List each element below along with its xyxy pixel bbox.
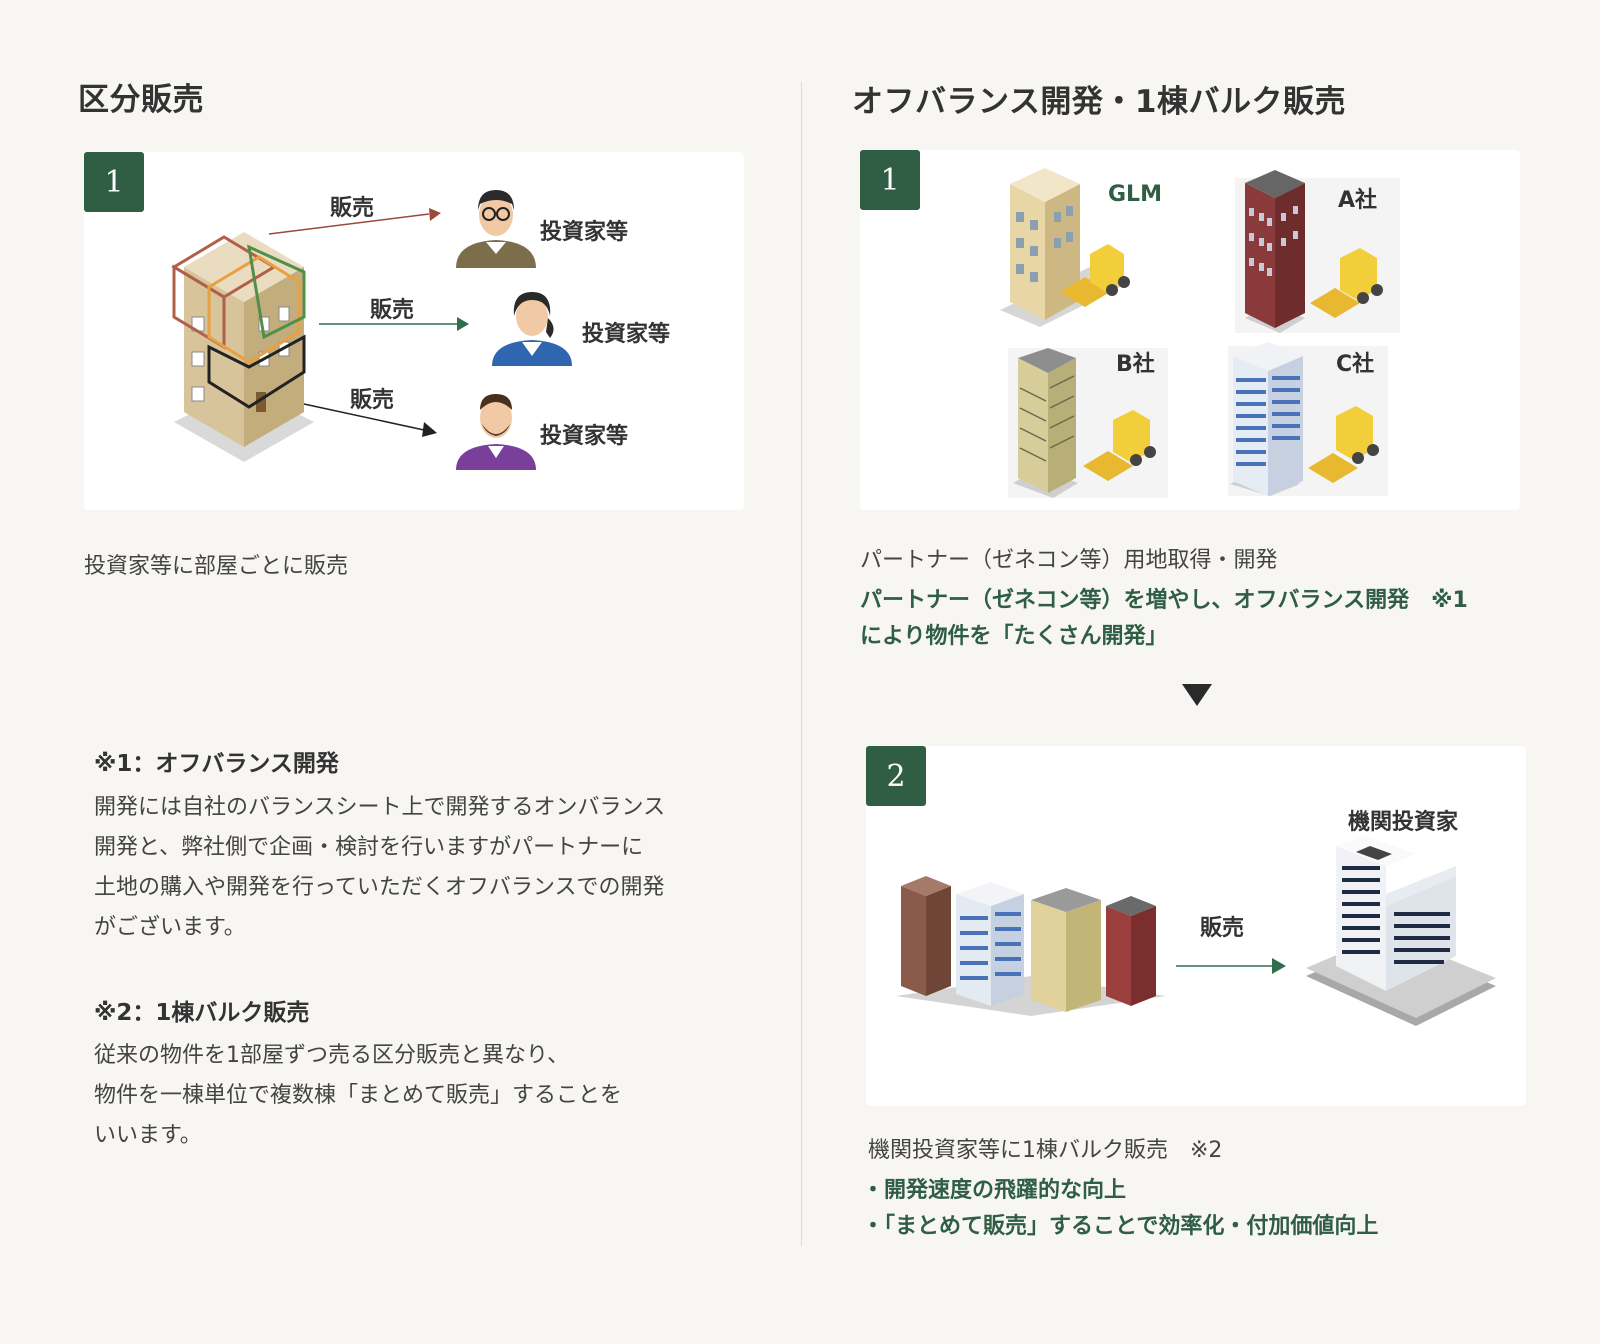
company-label-glm: GLM	[1108, 182, 1162, 207]
note-1-line: がございます。	[94, 915, 246, 940]
step-badge: 1	[860, 150, 920, 210]
institutional-investor-label: 機関投資家	[1348, 810, 1459, 835]
column-divider	[801, 82, 802, 1246]
sale-label-1: 販売	[330, 196, 375, 221]
company-label-c: C社	[1336, 352, 1375, 377]
left-section-title: 区分販売	[78, 82, 204, 118]
building-cluster-icon	[896, 876, 1166, 1016]
investor-label-3: 投資家等	[540, 424, 629, 449]
glm-building-icon	[1000, 168, 1130, 327]
note-1-line: 開発には自社のバランスシート上で開発するオンバランス	[94, 795, 666, 820]
benefit-bullet-2: ・「まとめて販売」することで効率化・付加価値向上	[862, 1214, 1379, 1239]
note-1-title: ※1：オフバランス開発	[94, 751, 339, 777]
company-c-building-icon	[1228, 342, 1388, 496]
investor-label-1: 投資家等	[540, 220, 629, 245]
right-caption-2: 機関投資家等に1棟バルク販売 ※2	[868, 1138, 1223, 1163]
sale-label-3: 販売	[350, 388, 395, 413]
apartment-building-icon	[171, 232, 314, 462]
note-2-title: ※2：1棟バルク販売	[94, 1000, 310, 1026]
note-2-line: いいます。	[94, 1123, 202, 1148]
investor-man-glasses-icon	[456, 190, 536, 268]
left-caption: 投資家等に部屋ごとに販売	[84, 554, 349, 579]
note-1-line: 土地の購入や開発を行っていただくオフバランスでの開発	[94, 875, 665, 900]
right-card-2: 2 販売 機関投資家	[866, 746, 1526, 1106]
benefit-bullet-1: ・開発速度の飛躍的な向上	[862, 1178, 1127, 1203]
right-caption-1: パートナー（ゼネコン等）用地取得・開発	[860, 548, 1278, 573]
step-badge: 1	[84, 152, 144, 212]
note-1-body: 開発には自社のバランスシート上で開発するオンバランス 開発と、弊社側で企画・検討…	[94, 788, 665, 948]
company-label-a: A社	[1338, 188, 1378, 213]
down-arrow-icon	[1182, 684, 1212, 706]
right-card-1: 1 GLM A社	[860, 150, 1520, 510]
step-badge: 2	[866, 746, 926, 806]
note-2-line: 従来の物件を1部屋ずつ売る区分販売と異なり、	[94, 1043, 570, 1068]
highlight-line-2: により物件を「たくさん開発」	[860, 624, 1168, 649]
investor-man-beard-icon	[456, 394, 536, 470]
bulk-sale-label: 販売	[1200, 916, 1245, 941]
highlight-line-1: パートナー（ゼネコン等）を増やし、オフバランス開発 ※1	[860, 588, 1468, 613]
company-a-building-icon	[1235, 170, 1400, 333]
sale-arrows	[268, 208, 469, 437]
company-label-b: B社	[1116, 352, 1155, 377]
investor-label-2: 投資家等	[582, 322, 671, 347]
office-building-icon	[1306, 836, 1496, 1026]
left-card-1: 1 販売 販売 販売	[84, 152, 744, 510]
note-2-line: 物件を一棟単位で複数棟「まとめて販売」することを	[94, 1083, 623, 1108]
note-2-body: 従来の物件を1部屋ずつ売る区分販売と異なり、 物件を一棟単位で複数棟「まとめて販…	[94, 1036, 622, 1156]
sale-label-2: 販売	[370, 298, 415, 323]
investor-woman-icon	[492, 292, 572, 366]
right-section-title: オフバランス開発・1棟バルク販売	[852, 84, 1346, 120]
bulk-sale-arrow	[1176, 958, 1286, 974]
company-b-building-icon	[1008, 348, 1168, 498]
note-1-line: 開発と、弊社側で企画・検討を行いますがパートナーに	[94, 835, 644, 860]
